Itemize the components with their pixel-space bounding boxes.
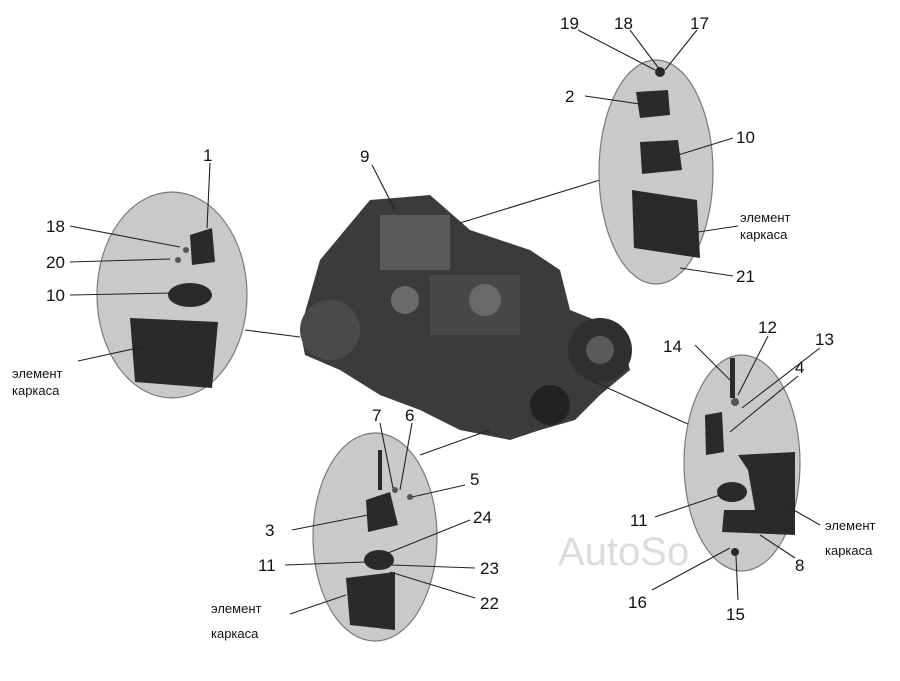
callout-16: 16 — [628, 593, 647, 612]
bottom-center-frame-label-line2: каркаса — [211, 626, 259, 641]
callout-13: 13 — [815, 330, 834, 349]
callout-24: 24 — [473, 508, 492, 527]
engine-illustration — [300, 195, 632, 440]
callout-18-left: 18 — [46, 217, 65, 236]
top-right-bracket — [636, 90, 670, 118]
callout-23: 23 — [480, 559, 499, 578]
bottom-right-cushion — [717, 482, 747, 502]
bottom-center-bracket — [366, 492, 398, 532]
callout-21: 21 — [736, 267, 755, 286]
bottom-right-bracket — [705, 412, 724, 455]
left-mount-detail — [96, 191, 248, 399]
callout-15: 15 — [726, 605, 745, 624]
callout-10-top-right: 10 — [736, 128, 755, 147]
top-right-cushion — [640, 140, 682, 174]
callout-2: 2 — [565, 87, 574, 106]
bottom-center-frame-label-line1: элемент — [211, 601, 262, 616]
connector-top-right — [459, 179, 601, 224]
callout-22: 22 — [480, 594, 499, 613]
bottom-center-oval — [312, 432, 438, 642]
left-frame-label-line2: каркаса — [12, 383, 60, 398]
callout-1: 1 — [203, 146, 212, 165]
callout-20: 20 — [46, 253, 65, 272]
top-right-frame-label-line1: элемент — [740, 210, 791, 225]
top-right-mount-detail — [598, 59, 714, 285]
callout-8: 8 — [795, 556, 804, 575]
callout-5: 5 — [470, 470, 479, 489]
callout-11-bottom-right: 11 — [630, 511, 648, 530]
left-frame-label-line1: элемент — [12, 366, 63, 381]
callout-18-top-right: 18 — [614, 14, 633, 33]
callout-6: 6 — [405, 406, 414, 425]
left-cushion — [168, 283, 212, 307]
callout-14: 14 — [663, 337, 682, 356]
bottom-center-frame-element — [346, 572, 395, 630]
bottom-center-cushion — [364, 550, 394, 570]
bottom-right-frame-label-line1: элемент — [825, 518, 876, 533]
connector-bottom-center — [419, 429, 491, 456]
left-bracket — [190, 228, 215, 265]
left-frame-element — [130, 318, 218, 388]
bottom-right-frame-label-line2: каркаса — [825, 543, 873, 558]
callout-19: 19 — [560, 14, 579, 33]
top-right-frame-element — [632, 190, 700, 258]
bottom-center-mount-detail — [312, 432, 438, 642]
top-right-frame-label-line2: каркаса — [740, 227, 788, 242]
callout-11-bottom-center: 11 — [258, 556, 276, 575]
callout-7: 7 — [372, 406, 381, 425]
connector-left — [244, 329, 301, 338]
bottom-right-mount-detail — [683, 354, 801, 572]
bottom-right-frame-element — [722, 452, 795, 535]
callout-10-left: 10 — [46, 286, 65, 305]
callout-4: 4 — [795, 358, 804, 377]
callout-9: 9 — [360, 147, 369, 166]
watermark: AutoSo — [558, 530, 689, 574]
connector-bottom-right — [589, 379, 691, 426]
callout-3: 3 — [265, 521, 274, 540]
callout-12: 12 — [758, 318, 777, 337]
callout-17: 17 — [690, 14, 709, 33]
